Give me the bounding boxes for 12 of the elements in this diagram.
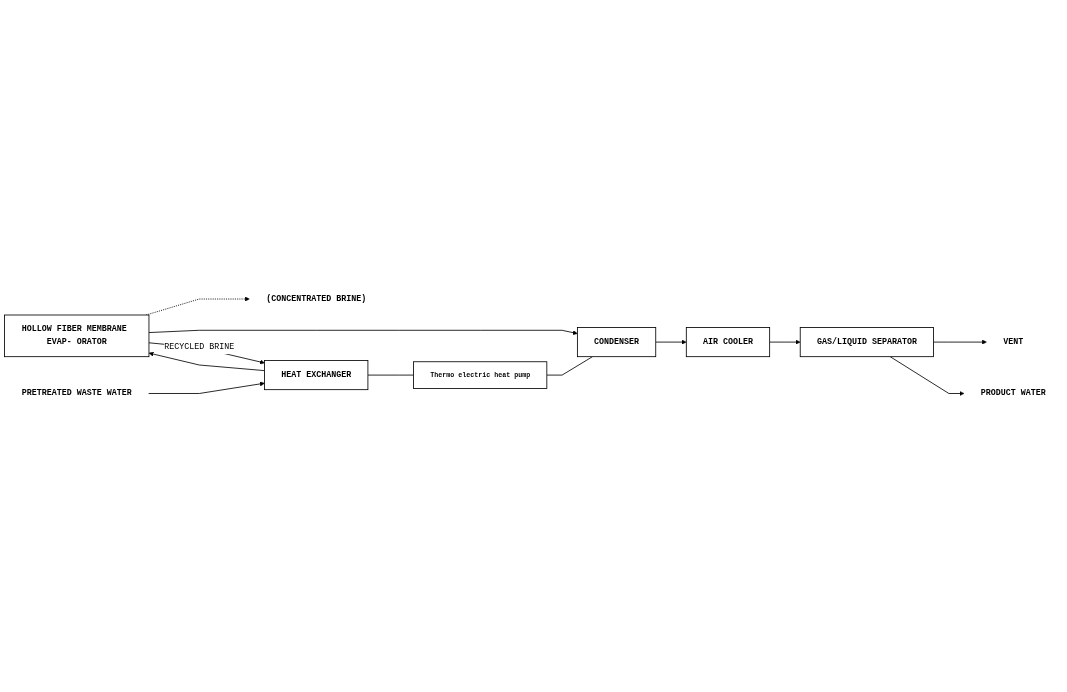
node-box: HEAT EXCHANGER [264, 359, 369, 390]
node-box: CONDENSER [576, 326, 657, 357]
connector [546, 356, 593, 376]
node-box: GAS/LIQUID SEPARATOR [799, 326, 934, 357]
connector [367, 374, 414, 376]
edge-label: RECYCLED BRINE [164, 342, 235, 352]
node-text: PRODUCT WATER [980, 388, 1046, 398]
node-box: AIR COOLER [685, 326, 771, 357]
node-text: (CONCENTRATED BRINE) [266, 293, 367, 304]
node-text: PRETREATED WASTE WATER [21, 388, 132, 398]
node-box: HOLLOW FIBER MEMBRANE EVAP- ORATOR [4, 314, 150, 357]
node-text: VENT [1003, 336, 1024, 347]
